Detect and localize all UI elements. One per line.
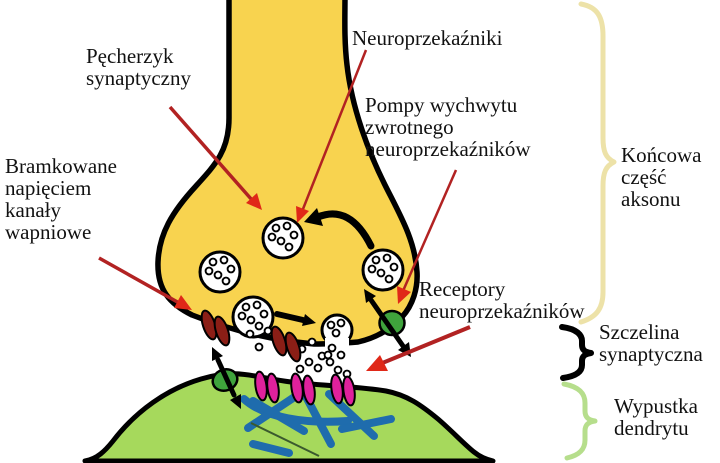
receptor-pair-2 <box>290 372 316 406</box>
calcium-channel-pair-2 <box>270 325 302 363</box>
released-neurotransmitters <box>245 318 352 379</box>
pointer-arrow-receptors <box>366 325 471 371</box>
synaptic-vesicle-docked <box>231 295 275 339</box>
label-synaptic-cleft: Szczelina synaptyczna <box>599 320 703 366</box>
receptor-pair-3 <box>330 373 356 407</box>
pointer-arrow-calcium-channels <box>98 256 192 310</box>
brace-synaptic-cleft <box>559 324 594 381</box>
dendrite-flux-arrow <box>212 347 241 409</box>
synaptic-vesicle-top <box>261 216 305 260</box>
exocytosis-arrow <box>274 311 316 326</box>
label-synaptic-vesicle: Pęcherzyk synaptyczny <box>86 44 191 90</box>
brace-axon-terminal <box>578 1 617 325</box>
vesicle-recycling-arrow <box>304 208 375 250</box>
pointer-arrow-neurotransmitters <box>296 49 368 223</box>
synaptic-vesicle-right <box>361 248 405 292</box>
label-dendrite: Wypustka dendrytu <box>614 394 698 440</box>
pointer-arrow-reuptake-pump <box>397 169 458 304</box>
axon-terminal-shape <box>155 0 420 347</box>
label-receptors: Receptory neuroprzekaźników <box>419 277 585 323</box>
calcium-channel-pair-1 <box>200 309 231 347</box>
receptor-pair-1 <box>254 370 280 404</box>
label-calcium-channels: Bramkowane napięciem kanały wapniowe <box>5 154 117 244</box>
brace-dendrite <box>561 381 598 461</box>
pointer-arrow-vesicle <box>168 105 262 210</box>
synaptic-vesicle-left <box>198 250 242 294</box>
label-reuptake-pumps: Pompy wychwytu zwrotnego neuroprzekaźnik… <box>365 93 531 161</box>
label-neurotransmitters: Neuroprzekaźniki <box>352 26 503 50</box>
label-axon-terminal: Końcowa część aksonu <box>621 143 702 211</box>
